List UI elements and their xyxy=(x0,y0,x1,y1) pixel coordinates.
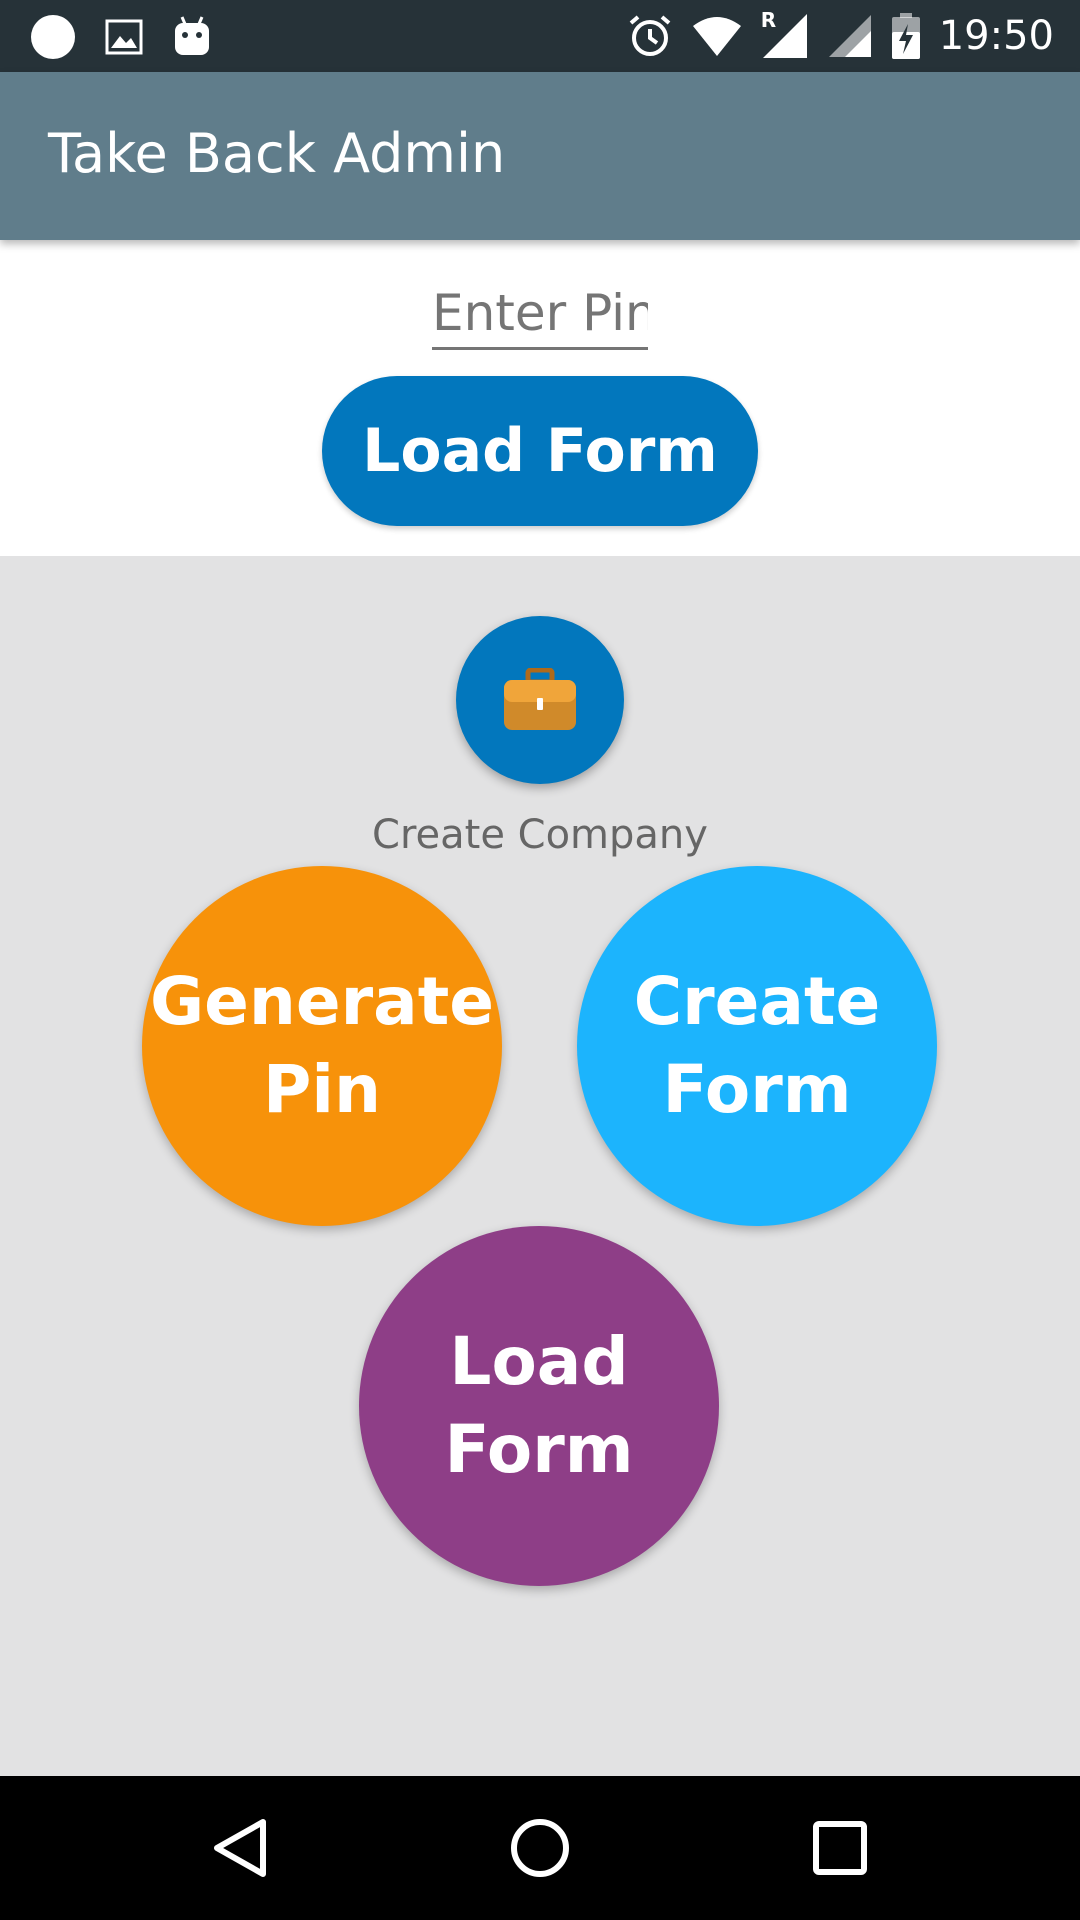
recents-icon[interactable] xyxy=(804,1812,876,1884)
wifi-icon xyxy=(692,17,741,56)
alarm-icon xyxy=(629,15,671,56)
pin-panel: Load Form xyxy=(0,240,1080,556)
create-company-label: Create Company xyxy=(372,812,708,858)
navigation-bar xyxy=(0,1776,1080,1920)
load-form-button[interactable]: Load Form xyxy=(322,376,758,526)
actions-panel: Create Company Generate Pin Create Form … xyxy=(0,556,1080,1776)
create-company-button[interactable] xyxy=(456,616,624,784)
load-form-circle-button[interactable]: Load Form xyxy=(359,1226,719,1586)
generate-pin-button[interactable]: Generate Pin xyxy=(142,866,502,1226)
pin-input[interactable] xyxy=(432,278,648,350)
create-form-label: Create Form xyxy=(633,963,881,1128)
status-bar: R 19:50 xyxy=(0,0,1080,72)
create-form-button[interactable]: Create Form xyxy=(577,866,937,1226)
load-form-label: Load Form xyxy=(444,1323,634,1488)
battery-charging-icon xyxy=(891,13,920,59)
briefcase-icon xyxy=(504,668,576,730)
back-icon[interactable] xyxy=(205,1812,277,1884)
app-bar: Take Back Admin xyxy=(0,72,1080,240)
image-icon xyxy=(105,19,143,55)
signal-icon xyxy=(828,15,871,57)
android-icon xyxy=(175,16,209,55)
app-title: Take Back Admin xyxy=(48,122,506,185)
circle-notification-icon xyxy=(31,15,75,59)
status-time: 19:50 xyxy=(938,13,1054,59)
generate-pin-label: Generate Pin xyxy=(149,963,495,1128)
signal-roaming-icon: R xyxy=(761,8,809,60)
roaming-indicator: R xyxy=(760,8,777,32)
home-icon[interactable] xyxy=(504,1812,576,1884)
